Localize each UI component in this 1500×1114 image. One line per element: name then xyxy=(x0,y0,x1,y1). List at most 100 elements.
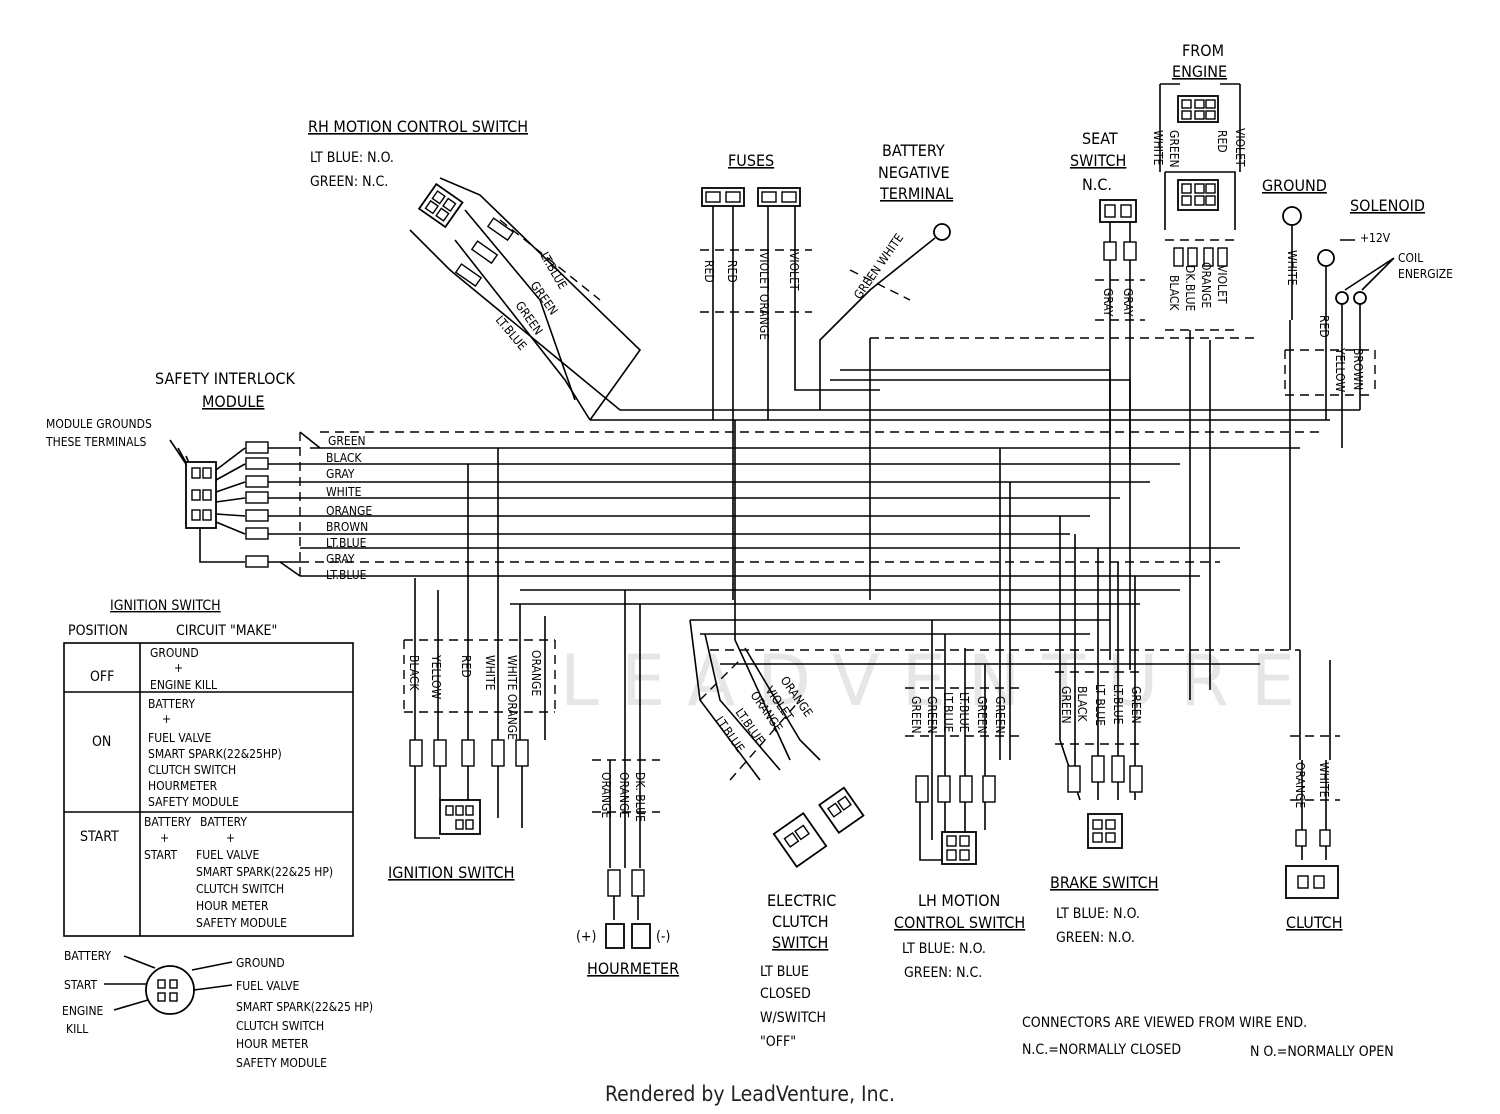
rh-motion-control-switch: RH MOTION CONTROL SWITCH LT BLUE: N.O. G… xyxy=(308,117,660,421)
seat-wire-label: GRAY xyxy=(1121,288,1135,317)
on-line: SMART SPARK(22&25HP) xyxy=(148,747,282,761)
module-note-l2: THESE TERMINALS xyxy=(45,435,147,449)
note-no: N O.=NORMALLY OPEN xyxy=(1250,1044,1394,1060)
on-line: BATTERY xyxy=(148,697,195,711)
clutch-wire-label: ORANGE xyxy=(1293,762,1307,808)
engine-wire-label: VIOLET xyxy=(1233,128,1247,167)
lh-switch-title-l1: LH MOTION xyxy=(918,891,1000,910)
module-title-l2: MODULE xyxy=(202,392,264,411)
on-line: HOURMETER xyxy=(148,779,218,793)
rh-switch-line2: GREEN: N.C. xyxy=(310,174,388,190)
notes: CONNECTORS ARE VIEWED FROM WIRE END. N.C… xyxy=(1022,1015,1394,1060)
seat-wire-label: GRAY xyxy=(1101,288,1115,317)
note-nc: N.C.=NORMALLY CLOSED xyxy=(1022,1042,1181,1058)
battery-neg-title-l3: TERMINAL xyxy=(879,184,953,203)
ignition-switch: IGNITION SWITCH BLACK YELLOW RED WHITE W… xyxy=(388,448,556,882)
start-col2-line: CLUTCH SWITCH xyxy=(196,882,284,896)
from-engine: FROM ENGINE WHITE GREEN RED VIOLET BLACK… xyxy=(1151,41,1247,331)
solenoid-title: SOLENOID xyxy=(1350,196,1425,215)
hourmeter-wire-label: DK. BLUE xyxy=(633,772,647,822)
on-position: ON xyxy=(92,734,111,750)
start-col2-line: FUEL VALVE xyxy=(196,848,259,862)
fuses: FUSES RED RED VIOLET ORANGE VIOLET xyxy=(700,151,880,600)
on-line: FUEL VALVE xyxy=(148,731,211,745)
solenoid-coil-l1: COIL xyxy=(1398,251,1423,265)
on-line: CLUTCH SWITCH xyxy=(148,763,236,777)
engine-wire-label: RED xyxy=(1215,130,1229,153)
lh-wire-label: GREEN xyxy=(993,696,1007,734)
key-label-kill: KILL xyxy=(66,1022,88,1036)
fuses-title: FUSES xyxy=(728,151,774,170)
off-line: GROUND xyxy=(150,646,199,660)
start-col2-line: + xyxy=(226,831,235,845)
module-note-l1: MODULE GROUNDS xyxy=(46,417,152,431)
ignition-key-symbol: BATTERY START ENGINE KILL GROUND FUEL VA… xyxy=(62,949,373,1070)
hourmeter-minus: (-) xyxy=(656,929,670,945)
brake-wire-label: BLACK xyxy=(1075,686,1089,722)
key-label-right: SMART SPARK(22&25 HP) xyxy=(236,1000,373,1014)
note-connectors: CONNECTORS ARE VIEWED FROM WIRE END. xyxy=(1022,1015,1307,1031)
ground-wire-label: WHITE xyxy=(1285,250,1299,286)
hourmeter-wire-label: ORANGE xyxy=(617,772,631,818)
module-wire-label: GREEN xyxy=(328,434,366,448)
clutch-switch-title-l2: CLUTCH xyxy=(772,912,829,931)
brake-wire-label: GREEN xyxy=(1129,686,1143,724)
solenoid-wire-label: YELLOW xyxy=(1333,347,1347,393)
rh-switch-line1: LT BLUE: N.O. xyxy=(310,150,394,166)
battery-neg-title-l2: NEGATIVE xyxy=(878,163,950,182)
rh-switch-connector xyxy=(417,182,464,229)
table-title: IGNITION SWITCH xyxy=(110,598,221,614)
lh-wire-label: GREEN xyxy=(975,696,989,734)
start-position: START xyxy=(80,829,119,845)
key-label-engine: ENGINE xyxy=(62,1004,104,1018)
lh-wire-label: GREEN xyxy=(909,696,923,734)
key-label-right: CLUTCH SWITCH xyxy=(236,1019,324,1033)
start-col1-line: START xyxy=(144,848,178,862)
lh-wire-label: GREEN xyxy=(925,696,939,734)
clutch-switch-connector xyxy=(772,812,828,868)
hourmeter-terminal-plus xyxy=(605,923,625,949)
module-wire-label: GRAY xyxy=(326,552,355,566)
engine-wire-label: BLACK xyxy=(1167,275,1181,311)
lh-motion-control-switch: LH MOTION CONTROL SWITCH LT BLUE: N.O. G… xyxy=(894,448,1025,981)
brake-switch-line2: GREEN: N.O. xyxy=(1056,930,1135,946)
clutch: CLUTCH ORANGE WHITE xyxy=(1285,735,1343,932)
clutch-connector xyxy=(1285,865,1339,899)
lh-switch-line1: LT BLUE: N.O. xyxy=(902,941,986,957)
ring-terminal xyxy=(933,223,951,241)
ign-wire-label: RED xyxy=(459,655,473,678)
off-line: ENGINE KILL xyxy=(150,678,217,692)
lh-switch-title-l2: CONTROL SWITCH xyxy=(894,913,1025,932)
key-label-start: START xyxy=(64,978,98,992)
clutch-wire-label: WHITE xyxy=(1317,762,1331,798)
solenoid-12v: +12V xyxy=(1360,231,1391,245)
fuse-wire-label: VIOLET ORANGE xyxy=(757,252,771,340)
safety-interlock-module: SAFETY INTERLOCK MODULE MODULE GROUNDS T… xyxy=(45,369,372,582)
ign-wire-label: BLACK xyxy=(407,655,421,691)
brake-switch-line1: LT BLUE: N.O. xyxy=(1056,906,1140,922)
module-wire-label: BLACK xyxy=(326,451,362,465)
engine-wire-label: VIOLET xyxy=(1215,265,1229,304)
rh-wire-plug xyxy=(486,217,515,242)
brake-wire-label: LT.BLUE xyxy=(1111,684,1125,725)
table-col-position: POSITION xyxy=(68,623,128,639)
battery-neg-wire-label: GREEN WHITE xyxy=(851,231,906,302)
clutch-switch-note: CLOSED xyxy=(760,986,811,1002)
module-wire-label: WHITE xyxy=(326,485,362,499)
harness-bus xyxy=(300,320,1360,760)
engine-wire-label: WHITE xyxy=(1151,130,1165,166)
solenoid: SOLENOID +12V COIL ENERGIZE RED YELLOW B… xyxy=(1284,196,1453,448)
key-label-battery: BATTERY xyxy=(64,949,111,963)
module-wire-label: LT.BLUE xyxy=(326,568,367,582)
start-col2-line: SAFETY MODULE xyxy=(196,916,287,930)
ignition-switch-title: IGNITION SWITCH xyxy=(388,863,514,882)
hourmeter-title: HOURMETER xyxy=(587,959,679,978)
lh-wire-label: LT.BLUE xyxy=(941,692,955,733)
on-line: SAFETY MODULE xyxy=(148,795,239,809)
ground-title: GROUND xyxy=(1262,176,1327,195)
on-line: + xyxy=(162,712,171,726)
seat-switch-title-l2: SWITCH xyxy=(1070,151,1126,170)
fuse-wire-label: VIOLET xyxy=(787,252,801,291)
off-position: OFF xyxy=(90,669,114,685)
module-title-l1: SAFETY INTERLOCK xyxy=(155,369,296,388)
